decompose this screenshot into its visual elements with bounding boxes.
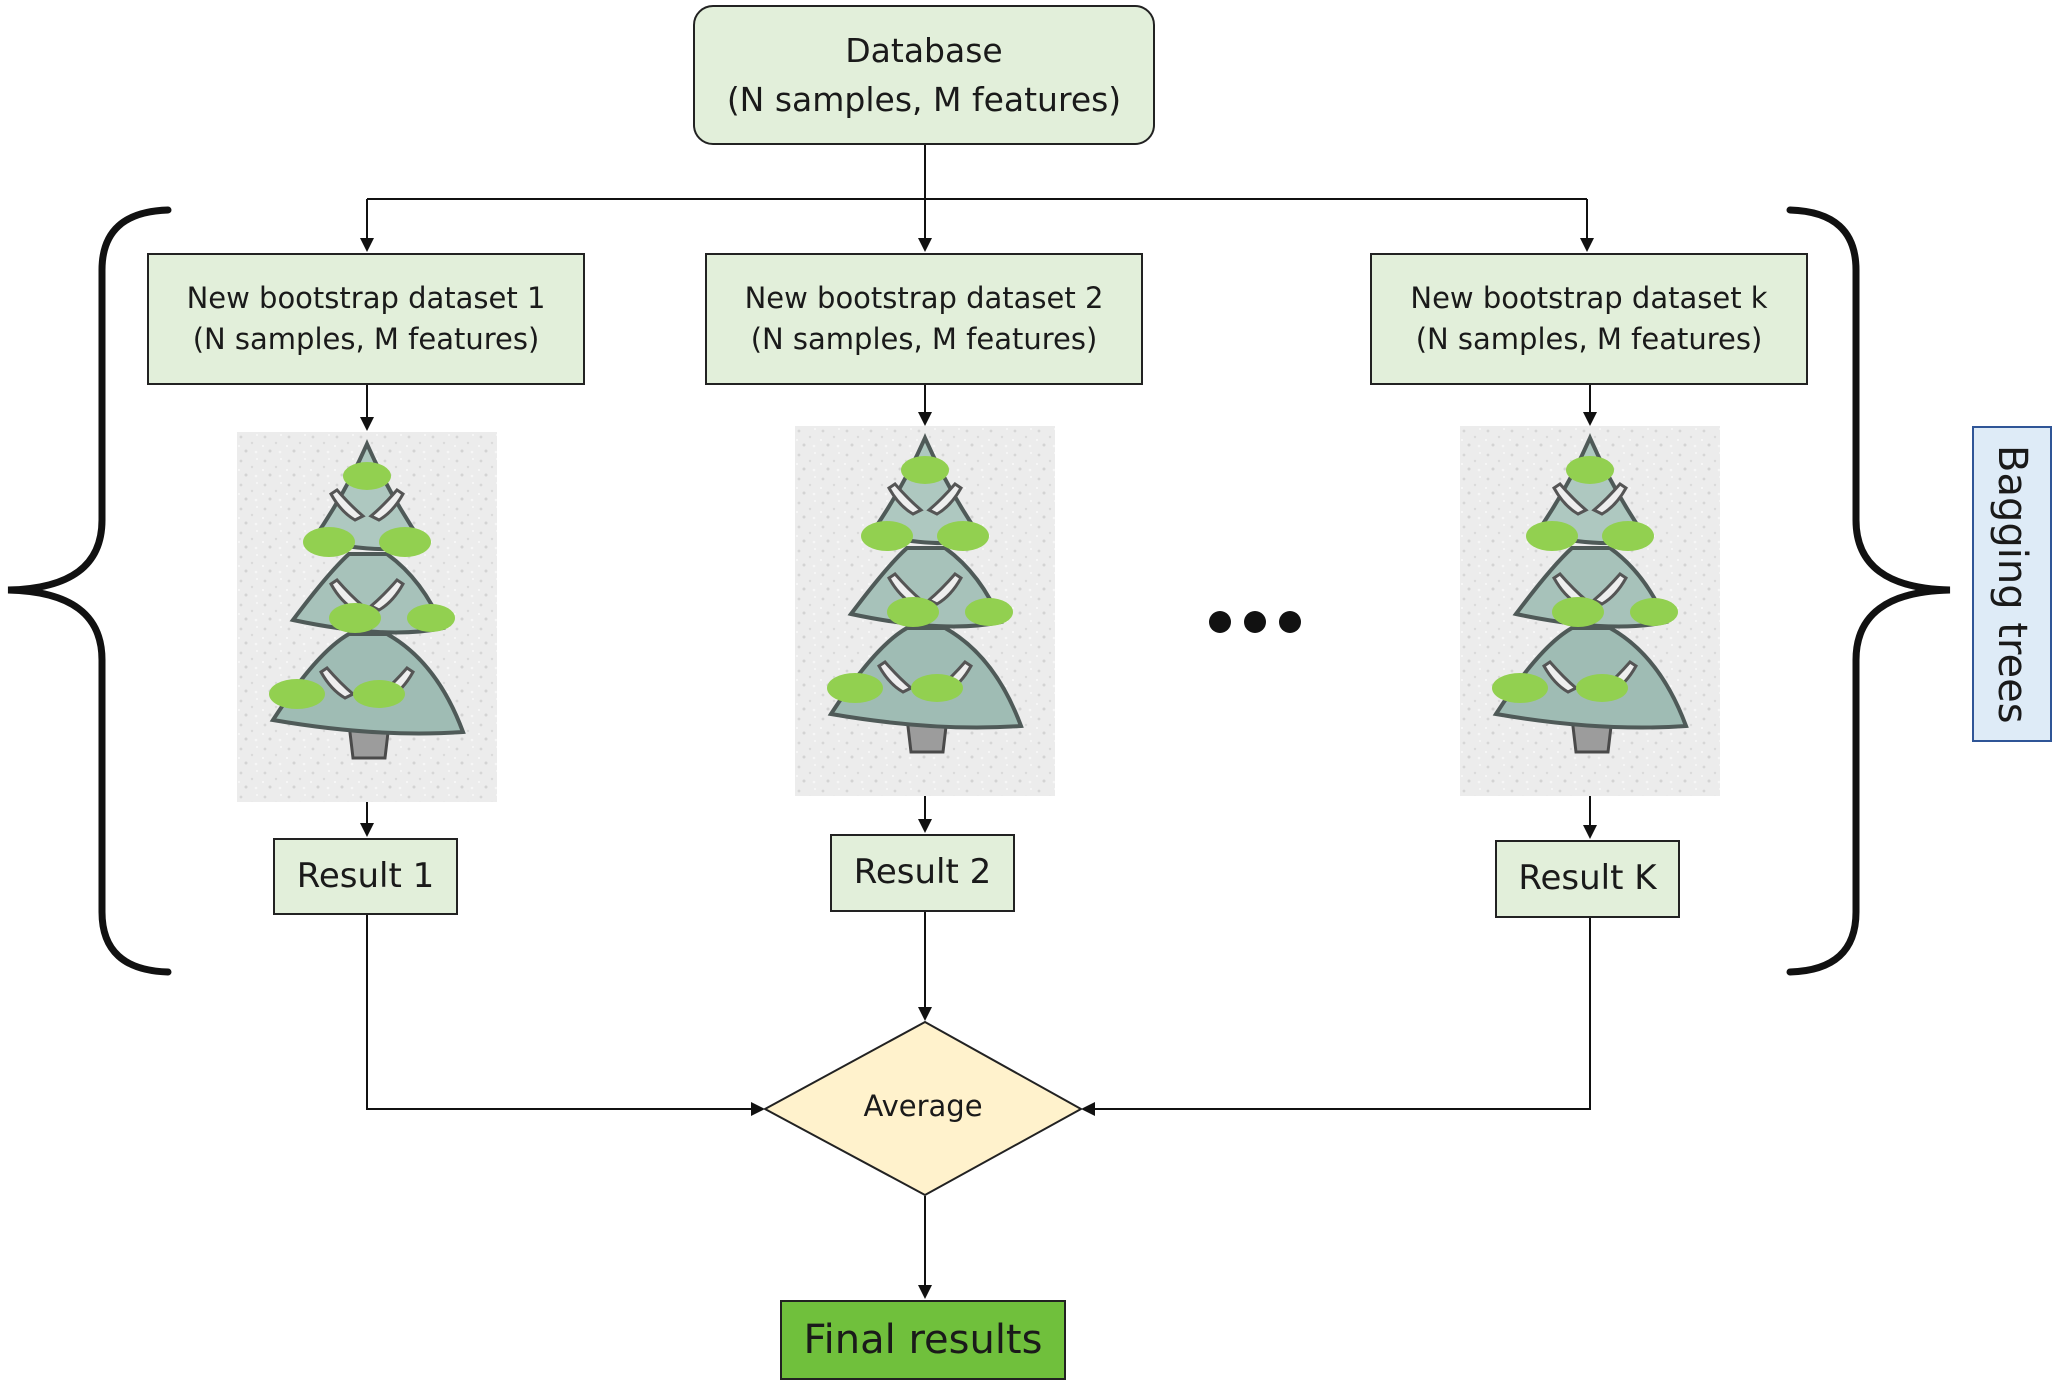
ellipsis-icon [1209, 611, 1301, 633]
database-box: Database (N samples, M features) [693, 5, 1155, 145]
right-brace-icon [1786, 206, 1951, 976]
database-subtitle: (N samples, M features) [726, 80, 1122, 119]
tree-icon [1458, 424, 1722, 798]
final-results-label: Final results [803, 1317, 1043, 1363]
dataset-title: New bootstrap dataset 1 [186, 281, 546, 316]
bootstrap-dataset-1-box: New bootstrap dataset 1 (N samples, M fe… [147, 253, 585, 385]
result-2-box: Result 2 [830, 834, 1015, 912]
dataset-title: New bootstrap dataset 2 [744, 281, 1104, 316]
result-label: Result 1 [296, 855, 435, 896]
bootstrap-dataset-2-box: New bootstrap dataset 2 (N samples, M fe… [705, 253, 1143, 385]
dataset-subtitle: (N samples, M features) [750, 322, 1098, 356]
bootstrap-dataset-k-box: New bootstrap dataset k (N samples, M fe… [1370, 253, 1808, 385]
bagging-trees-label: Bagging trees [1989, 444, 2035, 724]
database-title: Database [845, 30, 1003, 70]
tree-icon [793, 424, 1057, 798]
left-brace-icon [7, 206, 172, 976]
result-k-box: Result K [1495, 840, 1680, 918]
dataset-subtitle: (N samples, M features) [192, 322, 540, 356]
result-label: Result 2 [853, 852, 992, 893]
arrow-result1-to-average [366, 915, 765, 1116]
dataset-title: New bootstrap dataset k [1410, 281, 1768, 316]
arrow-resultk-to-average [1081, 918, 1591, 1116]
dataset-subtitle: (N samples, M features) [1415, 322, 1763, 356]
final-results-box: Final results [780, 1300, 1066, 1380]
bagging-trees-label-box: Bagging trees [1972, 426, 2052, 742]
tree-icon [235, 430, 499, 804]
average-diamond [762, 1020, 1084, 1197]
average-label: Average [863, 1089, 983, 1123]
result-1-box: Result 1 [273, 838, 458, 915]
result-label: Result K [1518, 858, 1657, 899]
